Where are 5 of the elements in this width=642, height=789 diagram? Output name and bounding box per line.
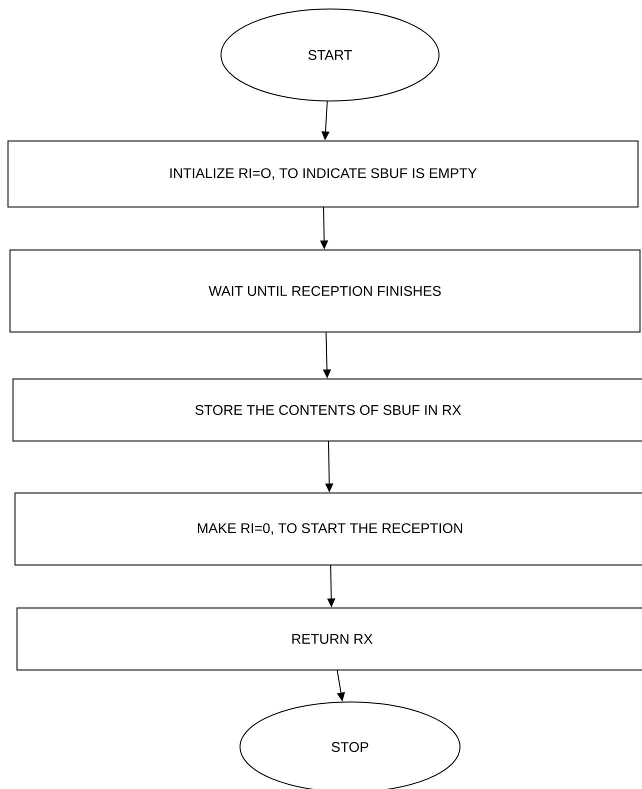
process-box: RETURN RX — [16, 608, 642, 670]
process-box: WAIT UNTIL RECEPTION FINISHES — [10, 250, 640, 332]
process-box: INTIALIZE RI=O, TO INDICATE SBUF IS EMPTY — [8, 140, 638, 208]
process-box: MAKE RI=0, TO START THE RECEPTION — [14, 492, 642, 566]
process-box: STORE THE CONTENTS OF SBUF IN RX — [12, 378, 642, 442]
